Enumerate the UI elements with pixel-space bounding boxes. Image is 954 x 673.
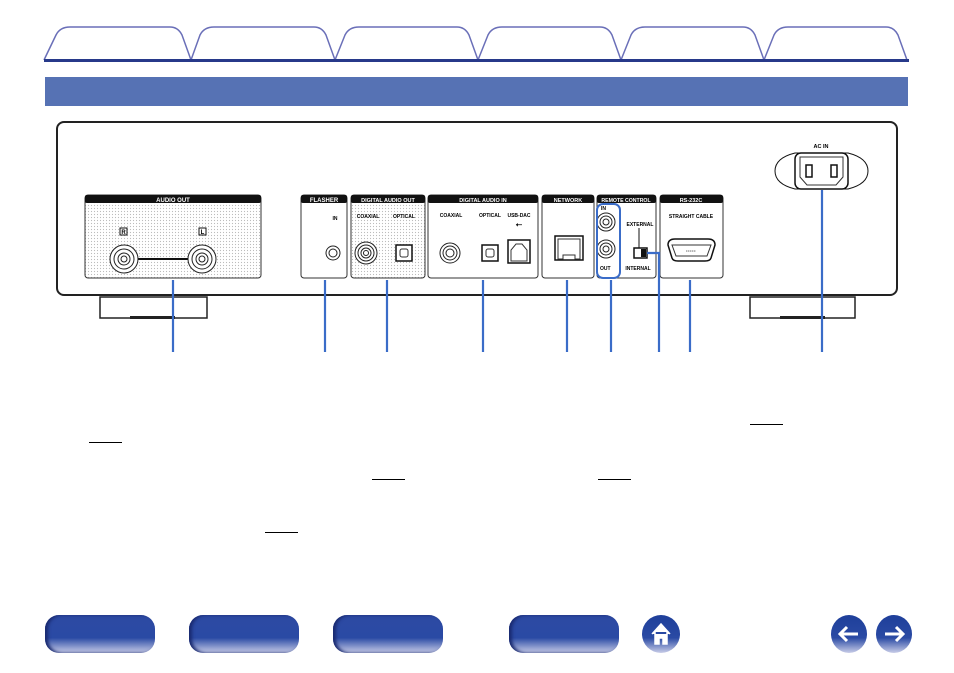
svg-text:OUT: OUT [600,266,611,272]
svg-text:RS-232C: RS-232C [680,198,703,204]
ac-in-section: AC IN [774,144,869,190]
svg-text:R: R [121,230,126,236]
svg-text:OPTICAL: OPTICAL [479,213,501,219]
svg-text:FLASHER: FLASHER [310,198,339,204]
digital-audio-in-section: DIGITAL AUDIO IN COAXIAL OPTICAL USB-DAC… [427,194,539,279]
home-icon [651,622,671,645]
svg-text:OPTICAL: OPTICAL [393,214,415,220]
tab-bar [43,26,908,61]
rs232c-section: RS-232C STRAIGHT CABLE ····· [659,194,724,279]
link-underline[interactable] [598,479,631,480]
svg-text:IN: IN [333,216,338,222]
nav-button-1[interactable] [45,615,155,653]
svg-text:COAXIAL: COAXIAL [440,213,463,219]
section-title-bar [45,77,908,106]
tab-6[interactable] [763,26,908,61]
svg-text:INTERNAL: INTERNAL [625,266,650,272]
home-button[interactable] [642,615,680,653]
usb-icon: ⭠ [516,220,523,229]
audio-out-section: AUDIO OUT R L [84,194,262,279]
back-button[interactable] [831,615,867,653]
callout-lines [171,190,824,352]
svg-text:·····: ····· [686,249,696,255]
tab-2[interactable] [190,26,336,61]
link-underline[interactable] [750,424,783,425]
nav-button-2[interactable] [189,615,299,653]
flasher-section: FLASHER IN [300,194,348,279]
tab-5[interactable] [620,26,765,61]
svg-text:DIGITAL AUDIO OUT: DIGITAL AUDIO OUT [361,198,415,204]
svg-text:COAXIAL: COAXIAL [357,214,380,220]
link-underline[interactable] [265,532,298,533]
svg-text:STRAIGHT CABLE: STRAIGHT CABLE [669,214,714,220]
link-underline[interactable] [372,479,405,480]
foot-left [99,296,208,319]
foot-right [749,296,856,319]
svg-text:AC IN: AC IN [814,144,829,150]
tab-1[interactable] [43,26,192,61]
digital-audio-out-section: DIGITAL AUDIO OUT COAXIAL OPTICAL [350,194,426,279]
svg-text:IN: IN [601,206,606,212]
svg-text:REMOTE CONTROL: REMOTE CONTROL [601,198,651,204]
link-underline[interactable] [89,442,122,443]
remote-jacks-highlight [596,203,621,279]
svg-text:EXTERNAL: EXTERNAL [627,222,654,228]
tab-4[interactable] [477,26,622,61]
svg-text:NETWORK: NETWORK [554,198,582,204]
arrow-left-icon [837,625,858,643]
svg-text:AUDIO OUT: AUDIO OUT [156,198,190,204]
nav-button-4[interactable] [509,615,619,653]
tab-3[interactable] [334,26,479,61]
arrow-right-icon [885,625,906,643]
svg-text:USB-DAC: USB-DAC [507,213,530,219]
forward-button[interactable] [876,615,912,653]
svg-text:L: L [201,230,205,236]
remote-control-section: REMOTE CONTROL IN OUT EXTERNAL INTERNAL [596,194,657,279]
svg-text:DIGITAL AUDIO IN: DIGITAL AUDIO IN [459,198,507,204]
network-section: NETWORK [541,194,595,279]
rear-panel-diagram: AUDIO OUT R L FLASHER IN DIGITAL AUDIO O… [56,121,898,352]
tab-baseline [44,59,909,62]
nav-button-3[interactable] [333,615,443,653]
